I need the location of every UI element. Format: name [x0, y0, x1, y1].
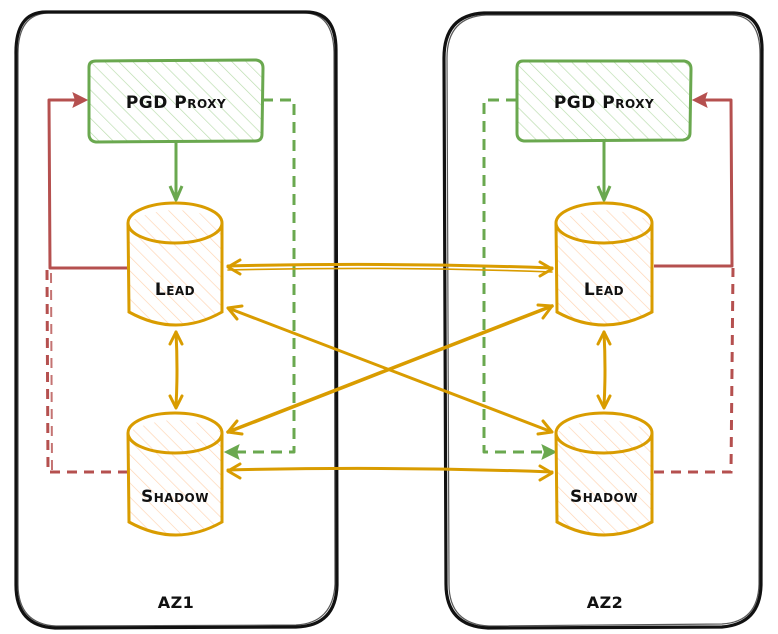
- zone-az1-border-sketch: [17, 12, 336, 627]
- proxy-label-az1: PGD Proxy: [126, 93, 226, 113]
- zone-az2: AZ2: [442, 11, 764, 630]
- write-path-az1-lead: [47, 92, 128, 270]
- arrowhead-icon: [691, 92, 708, 108]
- db-node-lead-az1[interactable]: Lead: [126, 201, 224, 327]
- proxy-box-border: [515, 59, 693, 143]
- cylinder-body: [554, 222, 654, 327]
- zone-az2-border: [442, 11, 764, 630]
- write-path-az2-shadow: [654, 267, 735, 474]
- arrowhead-icon: [536, 303, 554, 320]
- arrowhead-icon: [541, 444, 558, 460]
- cylinder-body: [126, 222, 224, 327]
- db-label-lead-az1: Lead: [155, 280, 195, 300]
- arrowhead-icon: [226, 419, 244, 436]
- db-label-shadow-az2: Shadow: [570, 487, 638, 507]
- replication-lead-az1-shadow-az1: [168, 330, 184, 410]
- arrowhead-icon: [596, 330, 612, 346]
- db-label-lead-az2: Lead: [584, 280, 624, 300]
- db-node-shadow-az2[interactable]: Shadow: [554, 411, 654, 537]
- zone-az1: AZ1: [14, 10, 339, 630]
- proxy-label-az2: PGD Proxy: [554, 93, 654, 113]
- arrowhead-icon: [536, 419, 554, 436]
- arrowhead-icon: [226, 304, 244, 321]
- arrowhead-icon: [226, 258, 242, 276]
- arrowhead-icon: [596, 394, 612, 410]
- proxy-to-lead-az1: [168, 141, 184, 202]
- proxy-node-az2[interactable]: PGD Proxy: [515, 59, 693, 143]
- fallback-path-az1: [223, 98, 296, 460]
- arrowhead-icon: [596, 185, 612, 202]
- arrowhead-icon: [168, 185, 184, 202]
- db-label-shadow-az1: Shadow: [141, 487, 209, 507]
- write-path-az1-shadow: [45, 269, 128, 474]
- cylinder-body: [126, 432, 224, 537]
- cylinder-body: [554, 432, 654, 537]
- arrowhead-icon: [72, 92, 89, 108]
- proxy-to-lead-az2: [596, 141, 612, 202]
- db-node-lead-az2[interactable]: Lead: [554, 201, 654, 327]
- replication-lead-az1-lead-az2: [226, 258, 554, 278]
- db-node-shadow-az1[interactable]: Shadow: [126, 411, 224, 537]
- arrowhead-icon: [538, 464, 554, 482]
- zone-az1-border: [14, 10, 339, 630]
- arrowhead-icon: [168, 394, 184, 410]
- proxy-box-border: [87, 58, 265, 144]
- replication-lead-az2-shadow-az2: [596, 330, 612, 410]
- fallback-path-az2: [482, 98, 558, 460]
- replication-shadow-az1-shadow-az2: [226, 462, 554, 482]
- proxy-node-az1[interactable]: PGD Proxy: [87, 58, 265, 144]
- zone-az2-label: AZ2: [587, 593, 624, 612]
- arrowhead-icon: [538, 260, 554, 278]
- arrowhead-icon: [168, 330, 184, 346]
- zone-az1-label: AZ1: [158, 593, 195, 612]
- arrowhead-icon: [226, 462, 242, 480]
- write-path-az2-lead: [654, 92, 734, 268]
- zone-az2-border-sketch: [446, 14, 761, 627]
- replication-shadow-az1-lead-az2: [226, 303, 554, 436]
- arrowhead-icon: [223, 444, 240, 460]
